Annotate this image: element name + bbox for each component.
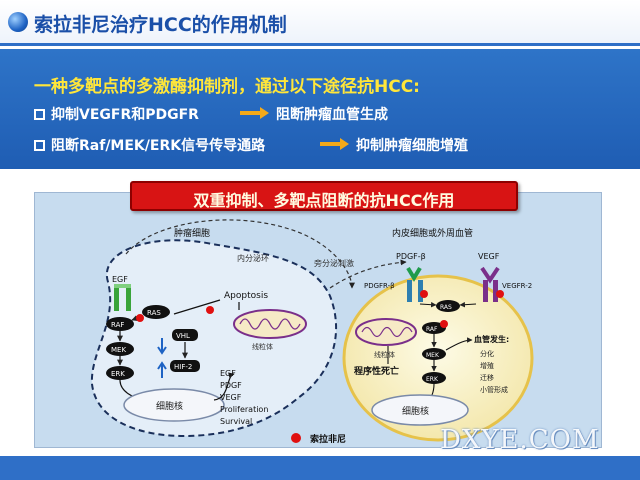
output-vegf: VEGF <box>220 393 242 402</box>
output-bracket <box>213 372 235 401</box>
point-2: 阻断Raf/MEK/ERK信号传导通路 <box>34 135 265 155</box>
up-arrow-icon <box>157 361 167 378</box>
vhl-label: VHL <box>176 332 190 340</box>
tumor-nucleus <box>123 388 225 422</box>
endothelial-nucleus-label: 细胞核 <box>402 405 429 417</box>
programmed-death-label: 程序性死亡 <box>354 365 399 377</box>
tumor-cell-membrane <box>90 239 337 438</box>
erk-label: ERK <box>111 370 125 378</box>
receptor-pdgfr-label: PDGFR-β <box>364 282 395 290</box>
paracrine-label: 内分泌环 <box>237 253 269 263</box>
ligand-vegf-label: VEGF <box>478 252 500 261</box>
legend-label: 索拉非尼 <box>310 433 346 445</box>
egf-receptor <box>114 284 131 311</box>
ras-node <box>142 305 170 319</box>
down-arrow-icon <box>157 338 167 355</box>
mitochondrion <box>355 318 417 346</box>
bullet-orb-icon <box>8 12 28 32</box>
output-survival: Survival <box>220 417 252 426</box>
pdgfr-receptor <box>406 266 423 302</box>
ras-label: RAS <box>147 309 161 317</box>
erk-node <box>422 372 446 384</box>
output-egf: EGF <box>220 369 236 378</box>
hif-node <box>170 360 200 372</box>
erk-label: ERK <box>426 376 439 383</box>
mek-label: MEK <box>426 352 440 359</box>
arrow-right-icon <box>320 138 350 150</box>
vhl-node <box>172 329 198 341</box>
mitochondrion-label: 线粒体 <box>252 342 273 351</box>
raf-node <box>422 322 446 334</box>
output-pdgf: PDGF <box>220 381 242 390</box>
banner-text: 双重抑制、多靶点阻断的抗HCC作用 <box>193 191 455 210</box>
endothelial-nucleus <box>371 394 469 426</box>
ras-label: RAS <box>440 304 452 311</box>
mek-node <box>422 348 446 360</box>
apoptosis-label: Apoptosis <box>224 291 268 301</box>
tumor-cell-title: 肿瘤细胞 <box>174 227 210 239</box>
erk-node <box>106 366 134 380</box>
mek-node <box>106 342 134 356</box>
ligand-pdgf-label: PDGF-β <box>396 252 426 261</box>
output-proliferation: Proliferation <box>220 405 268 414</box>
title-bar: 索拉非尼治疗HCC的作用机制 <box>0 0 640 46</box>
drug-marker <box>440 320 448 328</box>
point-1-result: 阻断肿瘤血管生成 <box>276 107 388 123</box>
raf-label: RAF <box>111 321 124 329</box>
slide-title: 索拉非尼治疗HCC的作用机制 <box>34 14 287 36</box>
point-1-text: 抑制VEGFR和PDGFR <box>51 107 199 123</box>
vegfr-receptor <box>480 266 500 302</box>
receptor-egf-label: EGF <box>112 275 128 284</box>
endothelial-title: 内皮细胞或外周血管 <box>392 227 473 239</box>
footer-bar <box>0 456 640 480</box>
angiogenesis-item: 迁移 <box>480 373 494 382</box>
hif-label: HIF-2 <box>174 363 192 371</box>
mek-label: MEK <box>111 346 126 354</box>
angiogenesis-item: 增殖 <box>480 361 494 370</box>
drug-marker <box>420 290 428 298</box>
mitochondrion <box>233 309 307 339</box>
angiogenesis-item: 分化 <box>480 349 494 358</box>
point-1: 抑制VEGFR和PDGFR <box>34 104 199 124</box>
paracrine-loop <box>125 219 355 289</box>
watermark: DXYE.COM <box>440 425 600 455</box>
mitochondrion-label: 线粒体 <box>374 350 395 359</box>
angiogenesis-title: 血管发生: <box>474 334 509 344</box>
ras-node <box>436 300 460 312</box>
drug-marker <box>496 290 504 298</box>
receptor-vegfr-label: VEGFR-2 <box>502 282 532 290</box>
checkbox-square-icon <box>34 109 45 120</box>
paracrine-stimulation-arrow <box>329 259 407 289</box>
point-2-text: 阻断Raf/MEK/ERK信号传导通路 <box>51 138 266 154</box>
drug-marker <box>206 306 214 314</box>
checkbox-square-icon <box>34 140 45 151</box>
lead-text: 一种多靶点的多激酶抑制剂，通过以下途径抗HCC: <box>34 77 420 97</box>
diagram-banner: 双重抑制、多靶点阻断的抗HCC作用 <box>130 181 518 211</box>
angiogenesis-item: 小管形成 <box>480 385 508 394</box>
secretion-label: 旁分泌刺激 <box>314 258 354 268</box>
point-2-result: 抑制肿瘤细胞增殖 <box>356 138 468 154</box>
tumor-pathway: RAS RAF MEK ERK <box>106 305 170 402</box>
raf-label: RAF <box>426 326 438 333</box>
drug-marker <box>136 314 144 322</box>
mechanism-diagram: 肿瘤细胞 内分泌环 EGF RAS RAF MEK ERK Apoptosis … <box>90 219 534 445</box>
tumor-nucleus-label: 细胞核 <box>156 400 183 412</box>
summary-band <box>0 49 640 169</box>
arrow-right-icon <box>240 107 270 119</box>
legend-drug-icon <box>291 433 301 443</box>
raf-node <box>106 317 134 331</box>
